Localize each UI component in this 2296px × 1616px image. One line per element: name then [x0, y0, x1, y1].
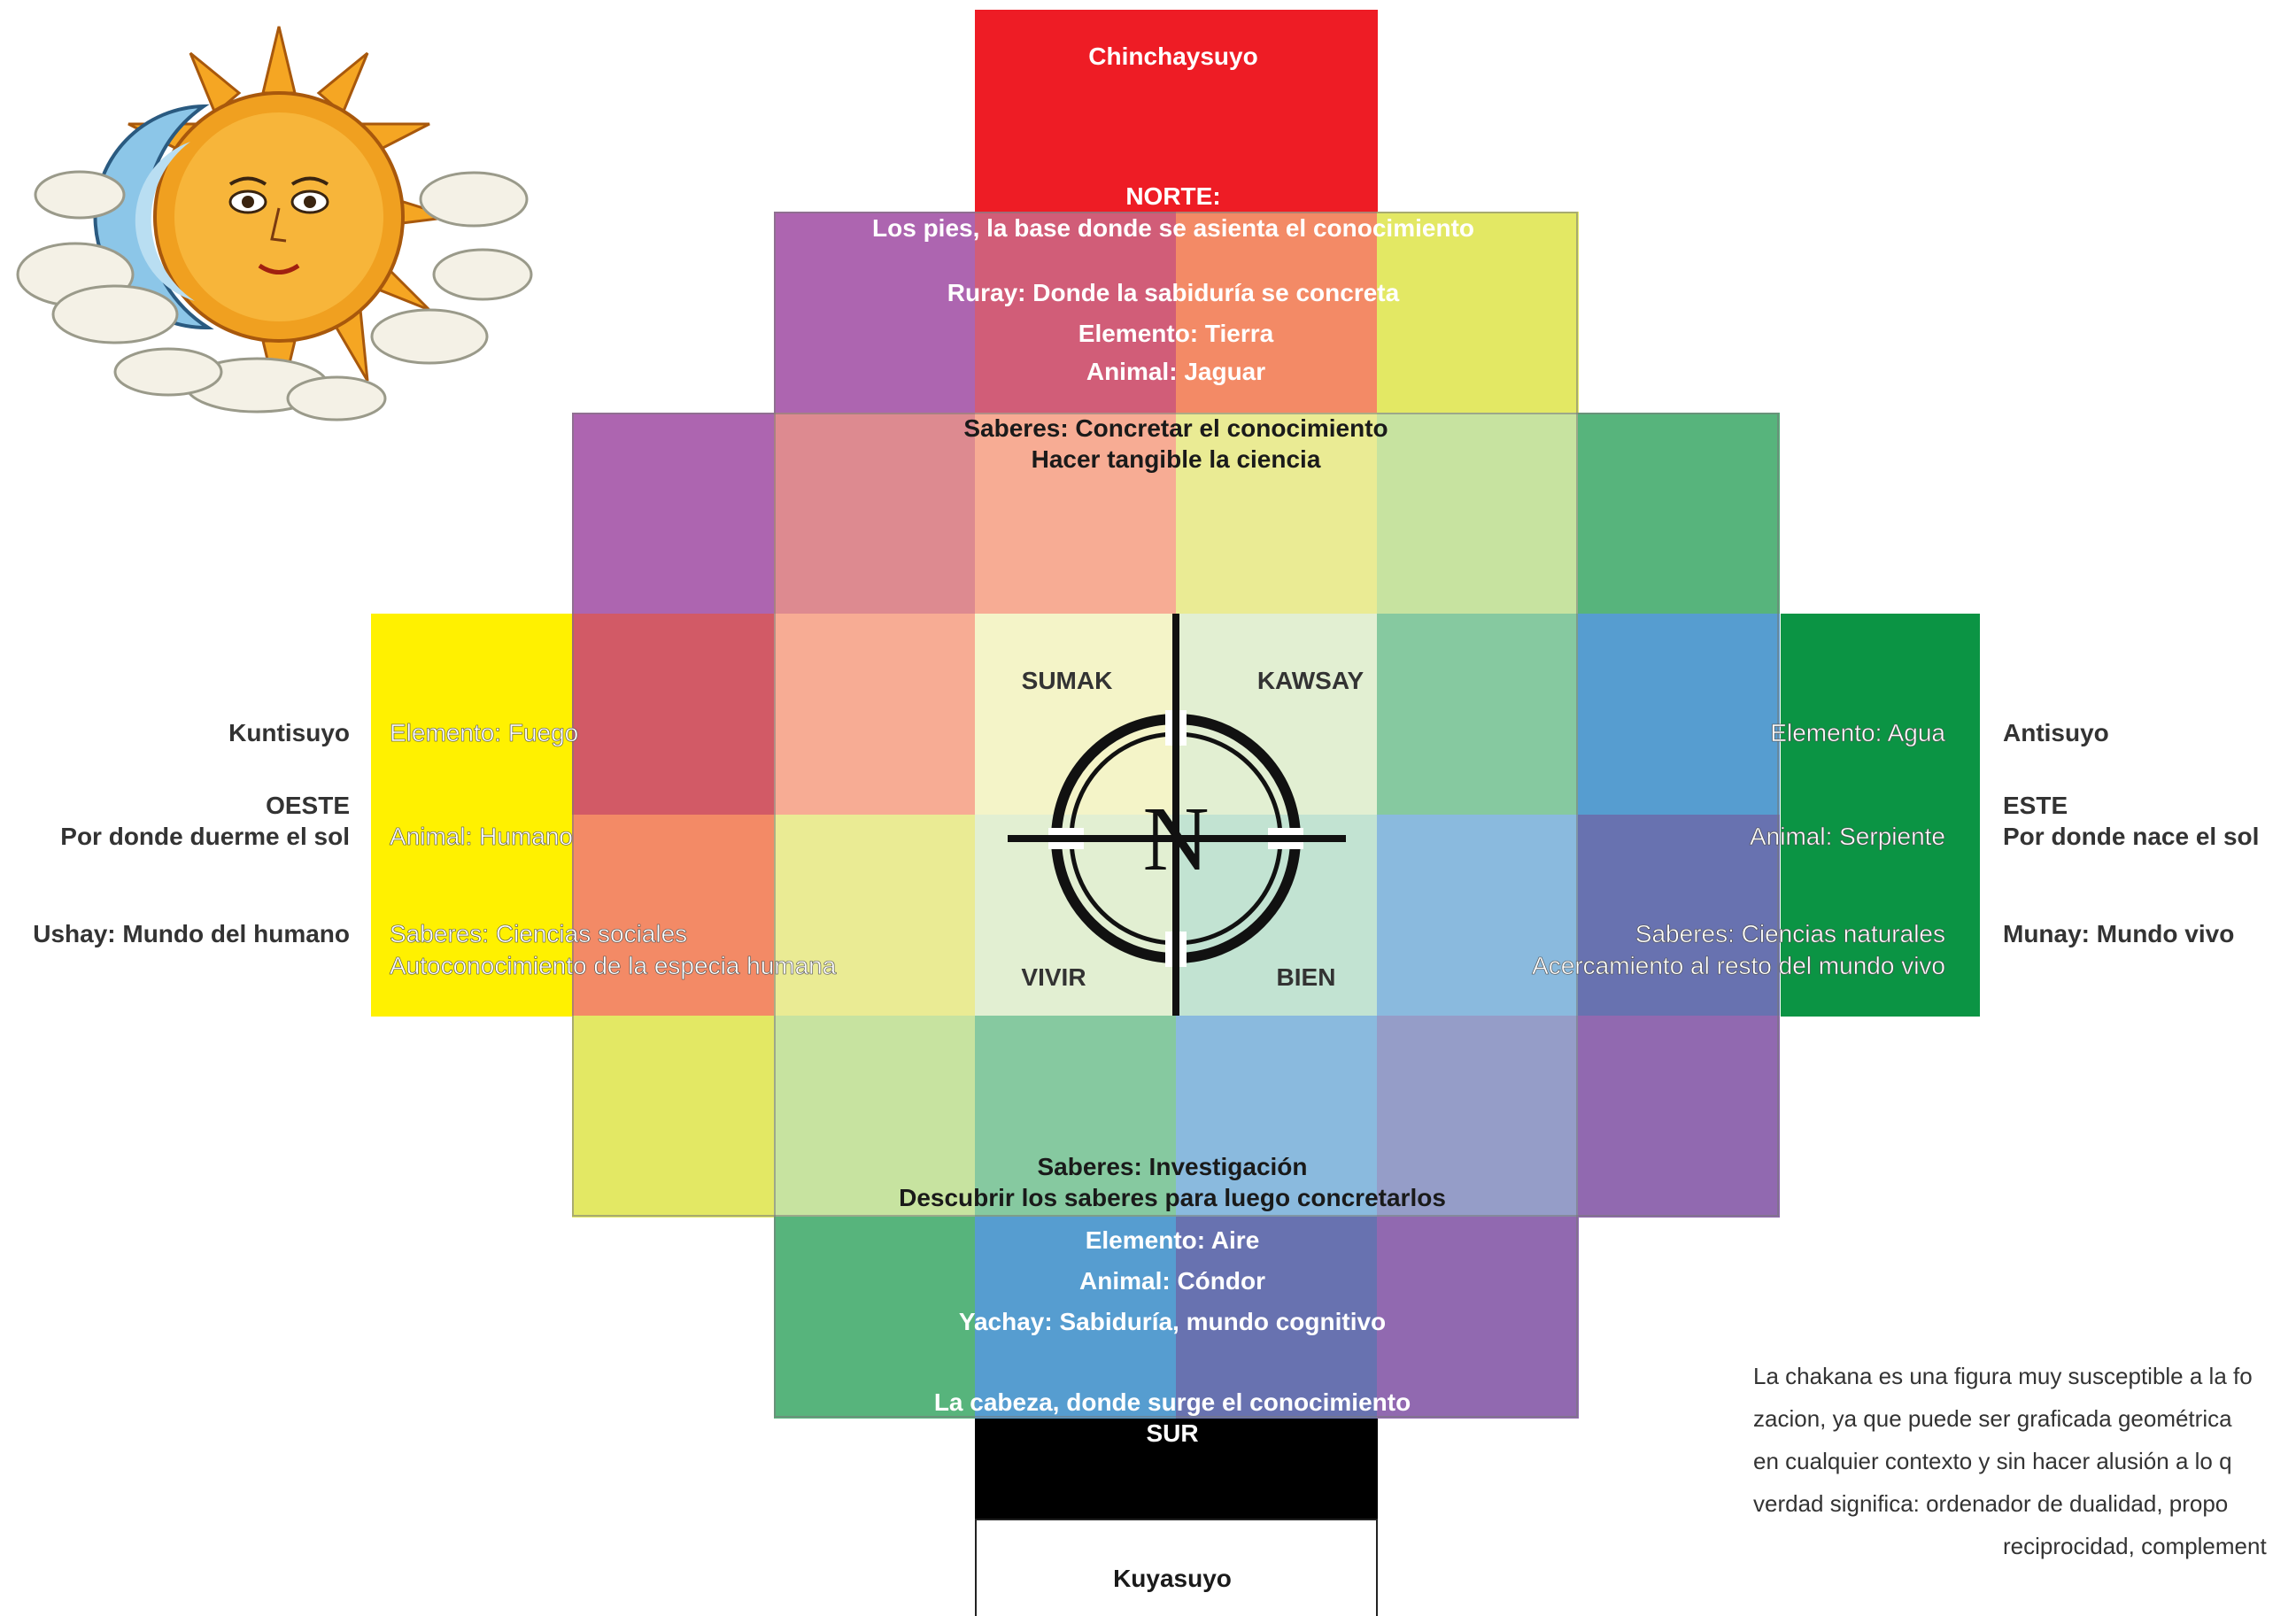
paragraph-line: en cualquier contexto y sin hacer alusió…: [1753, 1448, 2232, 1474]
grid-cell: [774, 815, 976, 1017]
east-direction-detail: Por donde nace el sol: [2003, 823, 2260, 850]
grid-cell: [774, 212, 976, 414]
center-word-sumak: SUMAK: [1021, 667, 1113, 694]
north-animal-label: Animal: Jaguar: [1086, 358, 1266, 385]
south-meaning-label: La cabeza, donde surge el conocimiento: [933, 1388, 1411, 1416]
grid-cell: [774, 1217, 976, 1419]
south-animal-label: Animal: Cóndor: [1079, 1267, 1265, 1295]
center-word-bien: BIEN: [1276, 963, 1336, 991]
west-knowledge-label: Saberes: Ciencias sociales: [390, 920, 688, 947]
grid-cell: [1377, 212, 1579, 414]
grid-cell: [1377, 1217, 1579, 1419]
east-knowledge-detail: Acercamiento al resto del mundo vivo: [1532, 952, 1946, 979]
grid-cell: [975, 1217, 1177, 1419]
west-knowledge-detail: Autoconocimiento de la especia humana: [390, 952, 837, 979]
west-suyo-label: Kuntisuyo: [228, 719, 350, 746]
grid-cell: [1176, 413, 1378, 615]
grid-cell: [774, 614, 976, 816]
grid-cell: [572, 1016, 774, 1218]
grid-cell: [1377, 815, 1579, 1017]
south-suyo-label: Kuyasuyo: [1113, 1565, 1232, 1592]
grid-cell: [1377, 1016, 1579, 1218]
grid-cell: [774, 413, 976, 615]
west-element-label: Elemento: Fuego: [390, 719, 579, 746]
south-white-bar: [975, 1519, 1378, 1616]
center-word-kawsay: KAWSAY: [1256, 667, 1364, 694]
grid-cell: [1578, 413, 1780, 615]
west-direction-label: OESTE: [266, 792, 350, 819]
grid-cell: [774, 1016, 976, 1218]
grid-cell: [1578, 815, 1780, 1017]
paragraph-line: zacion, ya que puede ser graficada geomé…: [1753, 1405, 2232, 1432]
west-world-label: Ushay: Mundo del humano: [33, 920, 350, 947]
east-element-label: Elemento: Agua: [1770, 719, 1945, 746]
grid-cell: [1377, 413, 1579, 615]
grid-cell: [1176, 1217, 1378, 1419]
grid-cell: [572, 413, 774, 615]
grid-cell: [1176, 212, 1378, 414]
east-world-label: Munay: Mundo vivo: [2003, 920, 2235, 947]
grid-cell: [1377, 614, 1579, 816]
grid-cell: [1578, 1016, 1780, 1218]
south-world-label: Yachay: Sabiduría, mundo cognitivo: [958, 1308, 1387, 1335]
east-suyo-label: Antisuyo: [2003, 719, 2109, 746]
south-direction-label: SUR: [1146, 1419, 1199, 1447]
grid-cell: [1176, 1016, 1378, 1218]
north-meaning-label: Los pies, la base donde se asienta el co…: [872, 214, 1474, 242]
west-animal-label: Animal: Humano: [390, 823, 574, 850]
grid-cell: [572, 815, 774, 1017]
grid-cell: [975, 1016, 1177, 1218]
grid-cell: [1578, 614, 1780, 816]
north-direction-label: NORTE:: [1125, 182, 1221, 210]
grid-cell: [975, 212, 1177, 414]
paragraph-line: verdad significa: ordenador de dualidad,…: [1753, 1490, 2229, 1517]
center-word-vivir: VIVIR: [1021, 963, 1086, 991]
south-knowledge-detail: Descubrir los saberes para luego concret…: [899, 1184, 1446, 1211]
north-knowledge-detail: Hacer tangible la ciencia: [1031, 445, 1321, 473]
south-element-label: Elemento: Aire: [1085, 1226, 1260, 1254]
east-animal-label: Animal: Serpiente: [1749, 823, 1946, 850]
south-knowledge-label: Saberes: Investigación: [1037, 1153, 1308, 1180]
east-direction-label: ESTE: [2003, 792, 2068, 819]
paragraph-line: La chakana es una figura muy susceptible…: [1753, 1363, 2253, 1389]
north-world-label: Ruray: Donde la sabiduría se concreta: [947, 279, 1400, 306]
north-element-label: Elemento: Tierra: [1078, 320, 1274, 347]
north-suyo-label: Chinchaysuyo: [1088, 43, 1258, 70]
east-knowledge-label: Saberes: Ciencias naturales: [1635, 920, 1945, 947]
paragraph-line: reciprocidad, complement: [2003, 1533, 2267, 1559]
compass-icon: N: [1008, 614, 1346, 1016]
north-bar: [975, 10, 1378, 212]
west-direction-detail: Por donde duerme el sol: [60, 823, 350, 850]
compass-letter: N: [1142, 788, 1209, 890]
north-knowledge-label: Saberes: Concretar el conocimiento: [963, 414, 1388, 442]
west-bar: [371, 614, 572, 1017]
grid-cell: [572, 614, 774, 816]
description-paragraph: La chakana es una figura muy susceptible…: [1753, 1355, 2296, 1567]
east-bar: [1781, 614, 1980, 1017]
grid-cell: [975, 413, 1177, 615]
sun-moon-icon: [16, 26, 533, 421]
south-bar: [975, 1418, 1378, 1519]
